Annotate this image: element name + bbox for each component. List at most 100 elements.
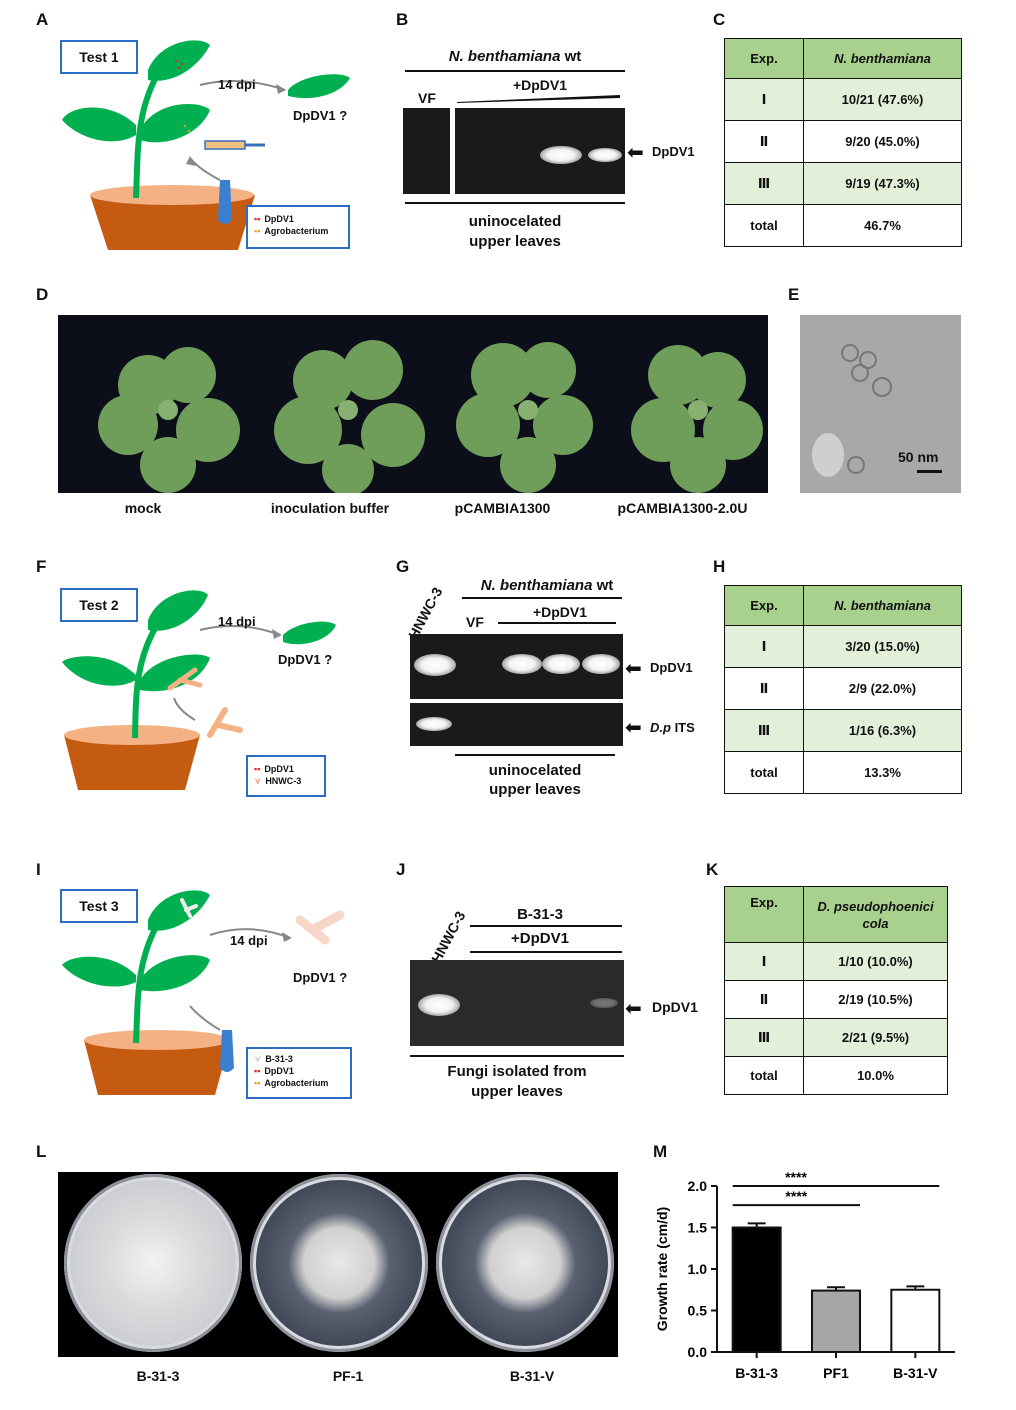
caption-d-4: pCAMBIA1300-2.0U: [617, 500, 748, 516]
host-line-b: [405, 70, 625, 72]
band-g-3: [542, 654, 580, 674]
y-tick-label: 1.0: [688, 1261, 708, 1277]
gel-b-left: [403, 108, 450, 194]
legend-i: ⋎B-31-3 ▪▪DpDV1 ▪▪Agrobacterium: [246, 1047, 352, 1099]
question-label-i: DpDV1 ?: [293, 970, 348, 985]
gel-g-top: [410, 634, 623, 699]
x-tick-label: PF1: [823, 1365, 849, 1381]
y-tick-label: 0.0: [688, 1344, 708, 1360]
panel-label-d: D: [36, 285, 49, 304]
caption-line-j: [410, 1055, 624, 1057]
panel-label-a: A: [36, 10, 49, 29]
arrow-icon: ⬅: [625, 998, 642, 1020]
caption-l-2: PF-1: [332, 1368, 364, 1384]
question-label-a: DpDV1 ?: [293, 108, 348, 123]
tem-image: [800, 315, 961, 493]
plate-pf-1: [250, 1174, 428, 1352]
caption-l-1: B-31-3: [136, 1368, 180, 1384]
panel-label-g: G: [396, 557, 410, 576]
gel-g-bottom: [410, 703, 623, 746]
bar-PF1: [811, 1289, 861, 1353]
lane-ctrl-j: HNWC-3: [428, 908, 469, 966]
panel-label-b: B: [396, 10, 409, 29]
caption-d-3: pCAMBIA1300: [454, 500, 551, 516]
panel-label-f: F: [36, 557, 47, 576]
treatment-line-g: [498, 622, 616, 624]
dpi-label-a: 14 dpi: [218, 77, 256, 92]
caption-l-3: B-31-V: [509, 1368, 555, 1384]
plant-diagram-i: [62, 890, 345, 1095]
band-label-b: DpDV1: [652, 144, 695, 159]
band-label-j: DpDV1: [652, 999, 698, 1015]
question-label-f: DpDV1 ?: [278, 652, 333, 667]
treatment-line-j: [470, 951, 622, 953]
band-g-1: [414, 654, 456, 676]
arrow-icon: ⬅: [627, 142, 644, 164]
y-tick-label: 0.5: [688, 1303, 708, 1319]
band-g-4: [582, 654, 620, 674]
strain-line-j: [470, 925, 622, 927]
plate-b-31-3: [64, 1174, 242, 1352]
treatment-label-j: +DpDV1: [511, 930, 569, 947]
legend-f: ▪▪DpDV1 ⋎HNWC-3: [246, 755, 326, 797]
gel-b-right: [455, 108, 625, 194]
lane-ctrl-g: HNWC-3: [405, 584, 446, 642]
band-g-5: [416, 717, 452, 731]
treatment-label-b: +DpDV1: [512, 77, 568, 93]
caption-d-2: inoculation buffer: [270, 500, 390, 516]
caption-line-b: [405, 202, 625, 204]
treatment-wedge-b: [457, 95, 620, 103]
panel-label-j: J: [396, 860, 406, 879]
plant-diagram-f: [62, 590, 336, 790]
band-j-2: [590, 998, 618, 1008]
host-header-g: N. benthamiana wt: [480, 577, 614, 594]
scale-bar-e: [917, 470, 942, 473]
panel-label-h: H: [713, 557, 726, 576]
plate-photo-strip: [58, 1172, 618, 1357]
band2-label-g: D.p ITS: [650, 720, 695, 735]
arrow-icon: ⬅: [625, 717, 642, 739]
caption-d-1: mock: [124, 500, 162, 516]
y-axis-label: Growth rate (cm/d): [654, 1207, 670, 1331]
lane-vf-b: VF: [418, 90, 436, 106]
x-tick-label: B-31-3: [735, 1365, 778, 1381]
band1-label-g: DpDV1: [650, 660, 693, 675]
plant-diagram-a: [62, 40, 350, 250]
plate-b-31-v: [436, 1174, 614, 1352]
panel-label-l: L: [36, 1142, 47, 1161]
test-3-box: Test 3: [60, 889, 138, 923]
gel-j: [410, 960, 624, 1046]
panel-label-e: E: [788, 285, 800, 304]
host-line-g: [462, 597, 622, 599]
legend-a: ▪▪DpDV1 ▪▪Agrobacterium: [246, 205, 350, 249]
x-tick-label: B-31-V: [893, 1365, 938, 1381]
arrow-icon: ⬅: [625, 658, 642, 680]
panel-label-i: I: [36, 860, 41, 879]
band-b-1: [540, 146, 582, 164]
bar-B-31-V: [890, 1288, 941, 1353]
dpi-label-f: 14 dpi: [218, 614, 256, 629]
panel-label-m: M: [653, 1142, 668, 1161]
significance-label: ****: [785, 1169, 807, 1185]
y-tick-label: 2.0: [688, 1178, 708, 1194]
lane-vf-g: VF: [466, 614, 484, 630]
y-tick-label: 1.5: [688, 1220, 708, 1236]
band-b-2: [588, 148, 622, 162]
plant-photo-strip: [58, 315, 768, 493]
host-header-b: N. benthamiana wt: [448, 48, 582, 65]
treatment-label-g: +DpDV1: [532, 604, 588, 620]
test-2-box: Test 2: [60, 588, 138, 622]
dpi-label-i: 14 dpi: [230, 933, 268, 948]
band-j-1: [418, 994, 460, 1016]
caption-line-g: [455, 754, 615, 756]
band-g-2: [502, 654, 542, 674]
strain-label-j: B-31-3: [517, 906, 563, 923]
significance-label: ****: [785, 1188, 807, 1204]
